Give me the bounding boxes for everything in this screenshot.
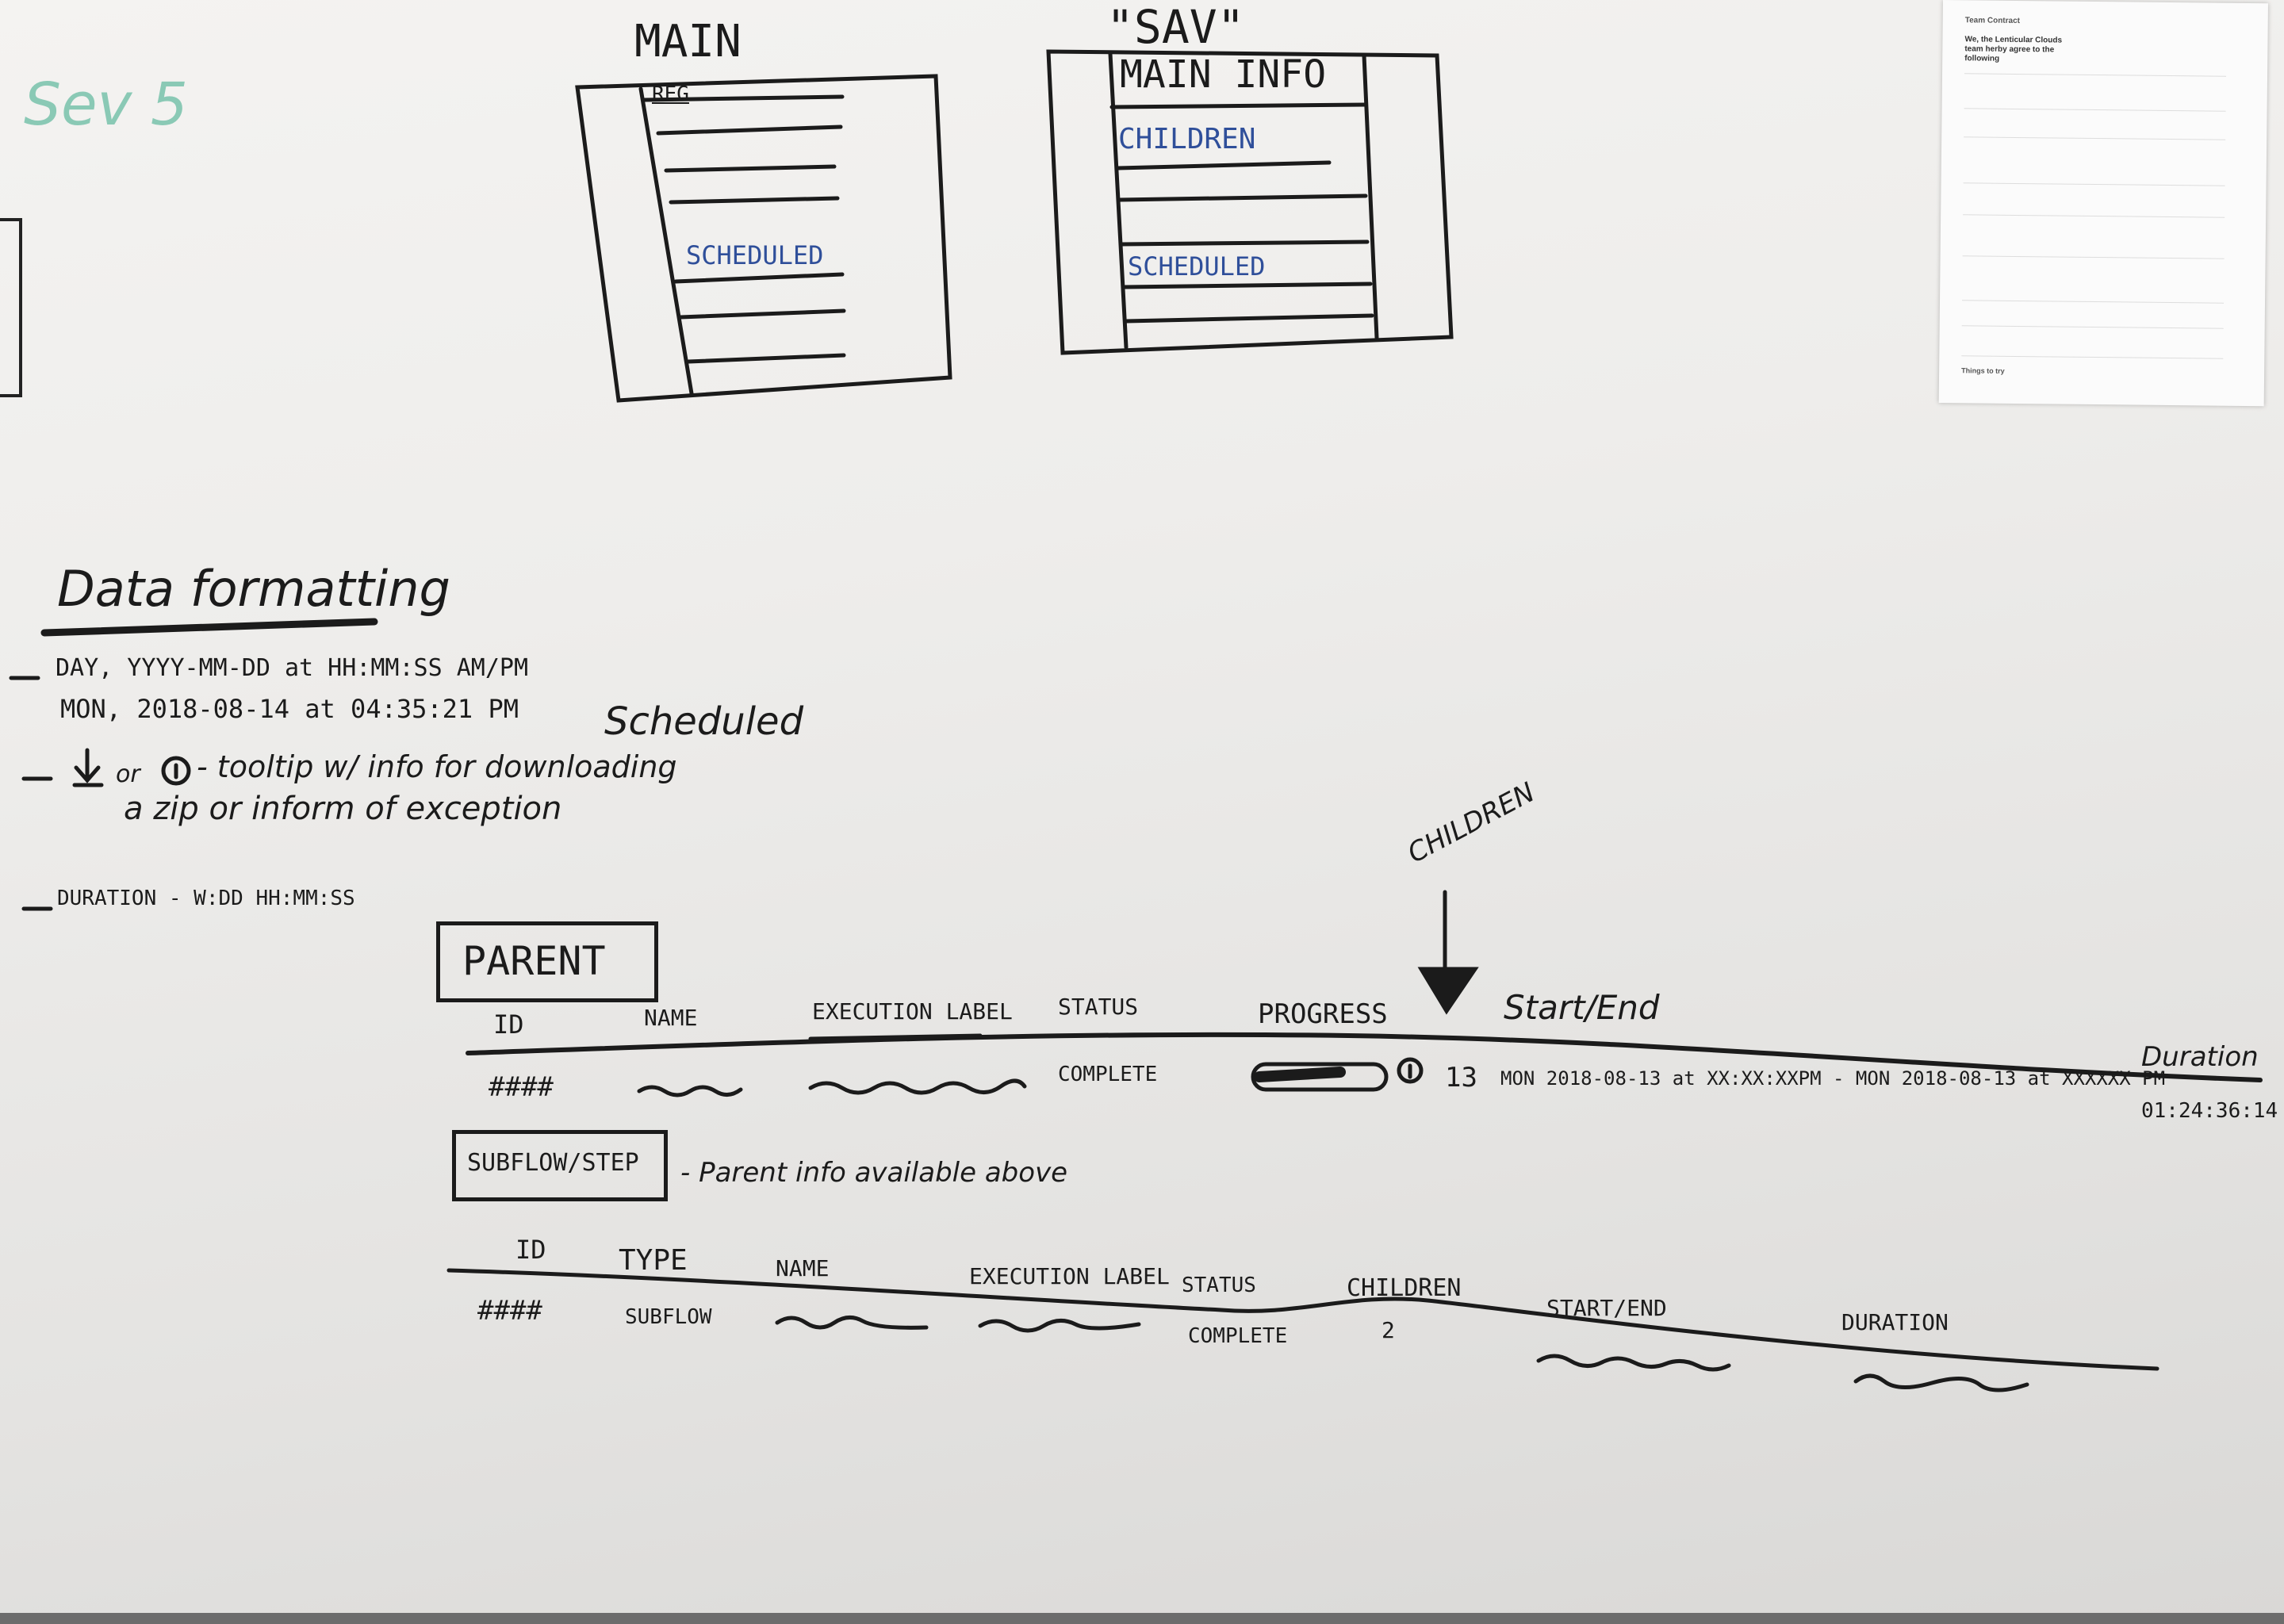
paper-footer: Things to try <box>1961 366 2005 375</box>
parent-row-duration: 01:24:36:14 <box>2141 1101 2278 1121</box>
subflow-header-status: STATUS <box>1182 1275 1256 1296</box>
format-line-3-or: or <box>116 763 140 787</box>
subflow-label-box: SUBFLOW/STEP <box>452 1130 668 1201</box>
parent-header-progress: PROGRESS <box>1258 1001 1388 1028</box>
main-wireframe-reg: REG <box>652 84 689 105</box>
parent-header-execution-label: EXECUTION LABEL <box>812 1001 1013 1023</box>
team-contract-paper: Team Contract We, the Lenticular Clouds … <box>1939 0 2268 406</box>
parent-header-id: ID <box>493 1012 524 1037</box>
subflow-header-execution-label: EXECUTION LABEL <box>969 1266 1170 1288</box>
subflow-row-status: COMPLETE <box>1188 1326 1287 1346</box>
main-wireframe-title: MAIN <box>634 20 742 64</box>
subflow-row-type: SUBFLOW <box>625 1307 712 1327</box>
parent-header-status: STATUS <box>1058 996 1138 1018</box>
subflow-header-children: CHILDREN <box>1347 1277 1462 1300</box>
subflow-row-children: 2 <box>1382 1320 1395 1342</box>
parent-label-box: PARENT <box>436 921 658 1002</box>
data-formatting-title: Data formatting <box>57 565 450 614</box>
format-line-2: MON, 2018-08-14 at 04:35:21 PM <box>60 696 519 722</box>
subflow-note: - Parent info available above <box>680 1159 1067 1186</box>
parent-header-duration: Duration <box>2141 1044 2259 1071</box>
subflow-header-duration: DURATION <box>1841 1312 1949 1334</box>
main-wireframe-scheduled: SCHEDULED <box>686 243 823 268</box>
format-line-4-duration: DURATION - W:DD HH:MM:SS <box>57 888 355 909</box>
parent-header-start-end: Start/End <box>1504 991 1660 1025</box>
format-line-3-exception: a zip or inform of exception <box>124 793 561 825</box>
subflow-header-type: TYPE <box>619 1247 688 1275</box>
subflow-header-name: NAME <box>776 1258 829 1280</box>
format-line-1: DAY, YYYY-MM-DD at HH:MM:SS AM/PM <box>56 657 528 680</box>
parent-row-start-end: MON 2018-08-13 at XX:XX:XXPM - MON 2018-… <box>1500 1069 2165 1088</box>
sav-wireframe-scheduled: SCHEDULED <box>1128 254 1265 279</box>
sav-wireframe-main-info: MAIN INFO <box>1120 56 1326 94</box>
parent-header-name: NAME <box>644 1007 697 1029</box>
paper-heading: Team Contract <box>1965 16 2020 25</box>
subflow-header-id: ID <box>515 1237 546 1262</box>
scheduled-note: Scheduled <box>604 703 803 741</box>
parent-row-id: #### <box>489 1074 554 1101</box>
whiteboard-tray <box>0 1613 2284 1624</box>
parent-row-children-count: 13 <box>1445 1064 1477 1091</box>
parent-label: PARENT <box>462 941 606 981</box>
parent-row-status: COMPLETE <box>1058 1064 1157 1085</box>
paper-intro: We, the Lenticular Clouds team herby agr… <box>1964 35 2075 64</box>
sav-wireframe-children: CHILDREN <box>1118 125 1255 154</box>
subflow-header-start-end: START/END <box>1546 1297 1667 1320</box>
sav-wireframe-title: "SAV" <box>1106 4 1245 50</box>
format-line-3-tooltip: - tooltip w/ info for downloading <box>197 752 677 782</box>
subflow-label: SUBFLOW/STEP <box>467 1151 639 1175</box>
subflow-row-id: #### <box>477 1297 542 1324</box>
